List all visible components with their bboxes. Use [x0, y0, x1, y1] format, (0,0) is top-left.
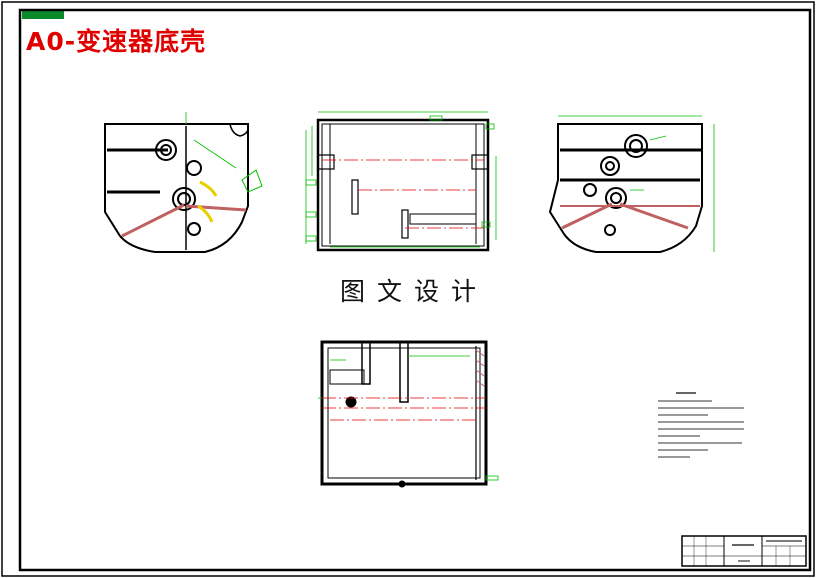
- right-view-outline: [548, 123, 703, 253]
- front-view-outline: [316, 118, 490, 252]
- corner-tag: [22, 10, 64, 19]
- left-view-outline: [104, 123, 249, 253]
- plan-view: [318, 340, 499, 488]
- watermark-text: 图文设计: [340, 277, 489, 306]
- right-view-section-line: [561, 202, 613, 230]
- technical-notes: [658, 392, 744, 458]
- plan-view-outline: [320, 340, 488, 486]
- title-block: [681, 535, 807, 567]
- left-side-view: [104, 112, 263, 253]
- left-view-section-line: [121, 203, 185, 238]
- right-side-view: [548, 115, 715, 253]
- left-view-weld: [197, 180, 218, 223]
- front-view-dimensions: [305, 111, 497, 248]
- front-view: [305, 111, 497, 252]
- inner-border: [18, 8, 812, 572]
- drawing-title: A0-变速器底壳: [26, 27, 207, 56]
- plan-view-dimensions: [318, 355, 499, 481]
